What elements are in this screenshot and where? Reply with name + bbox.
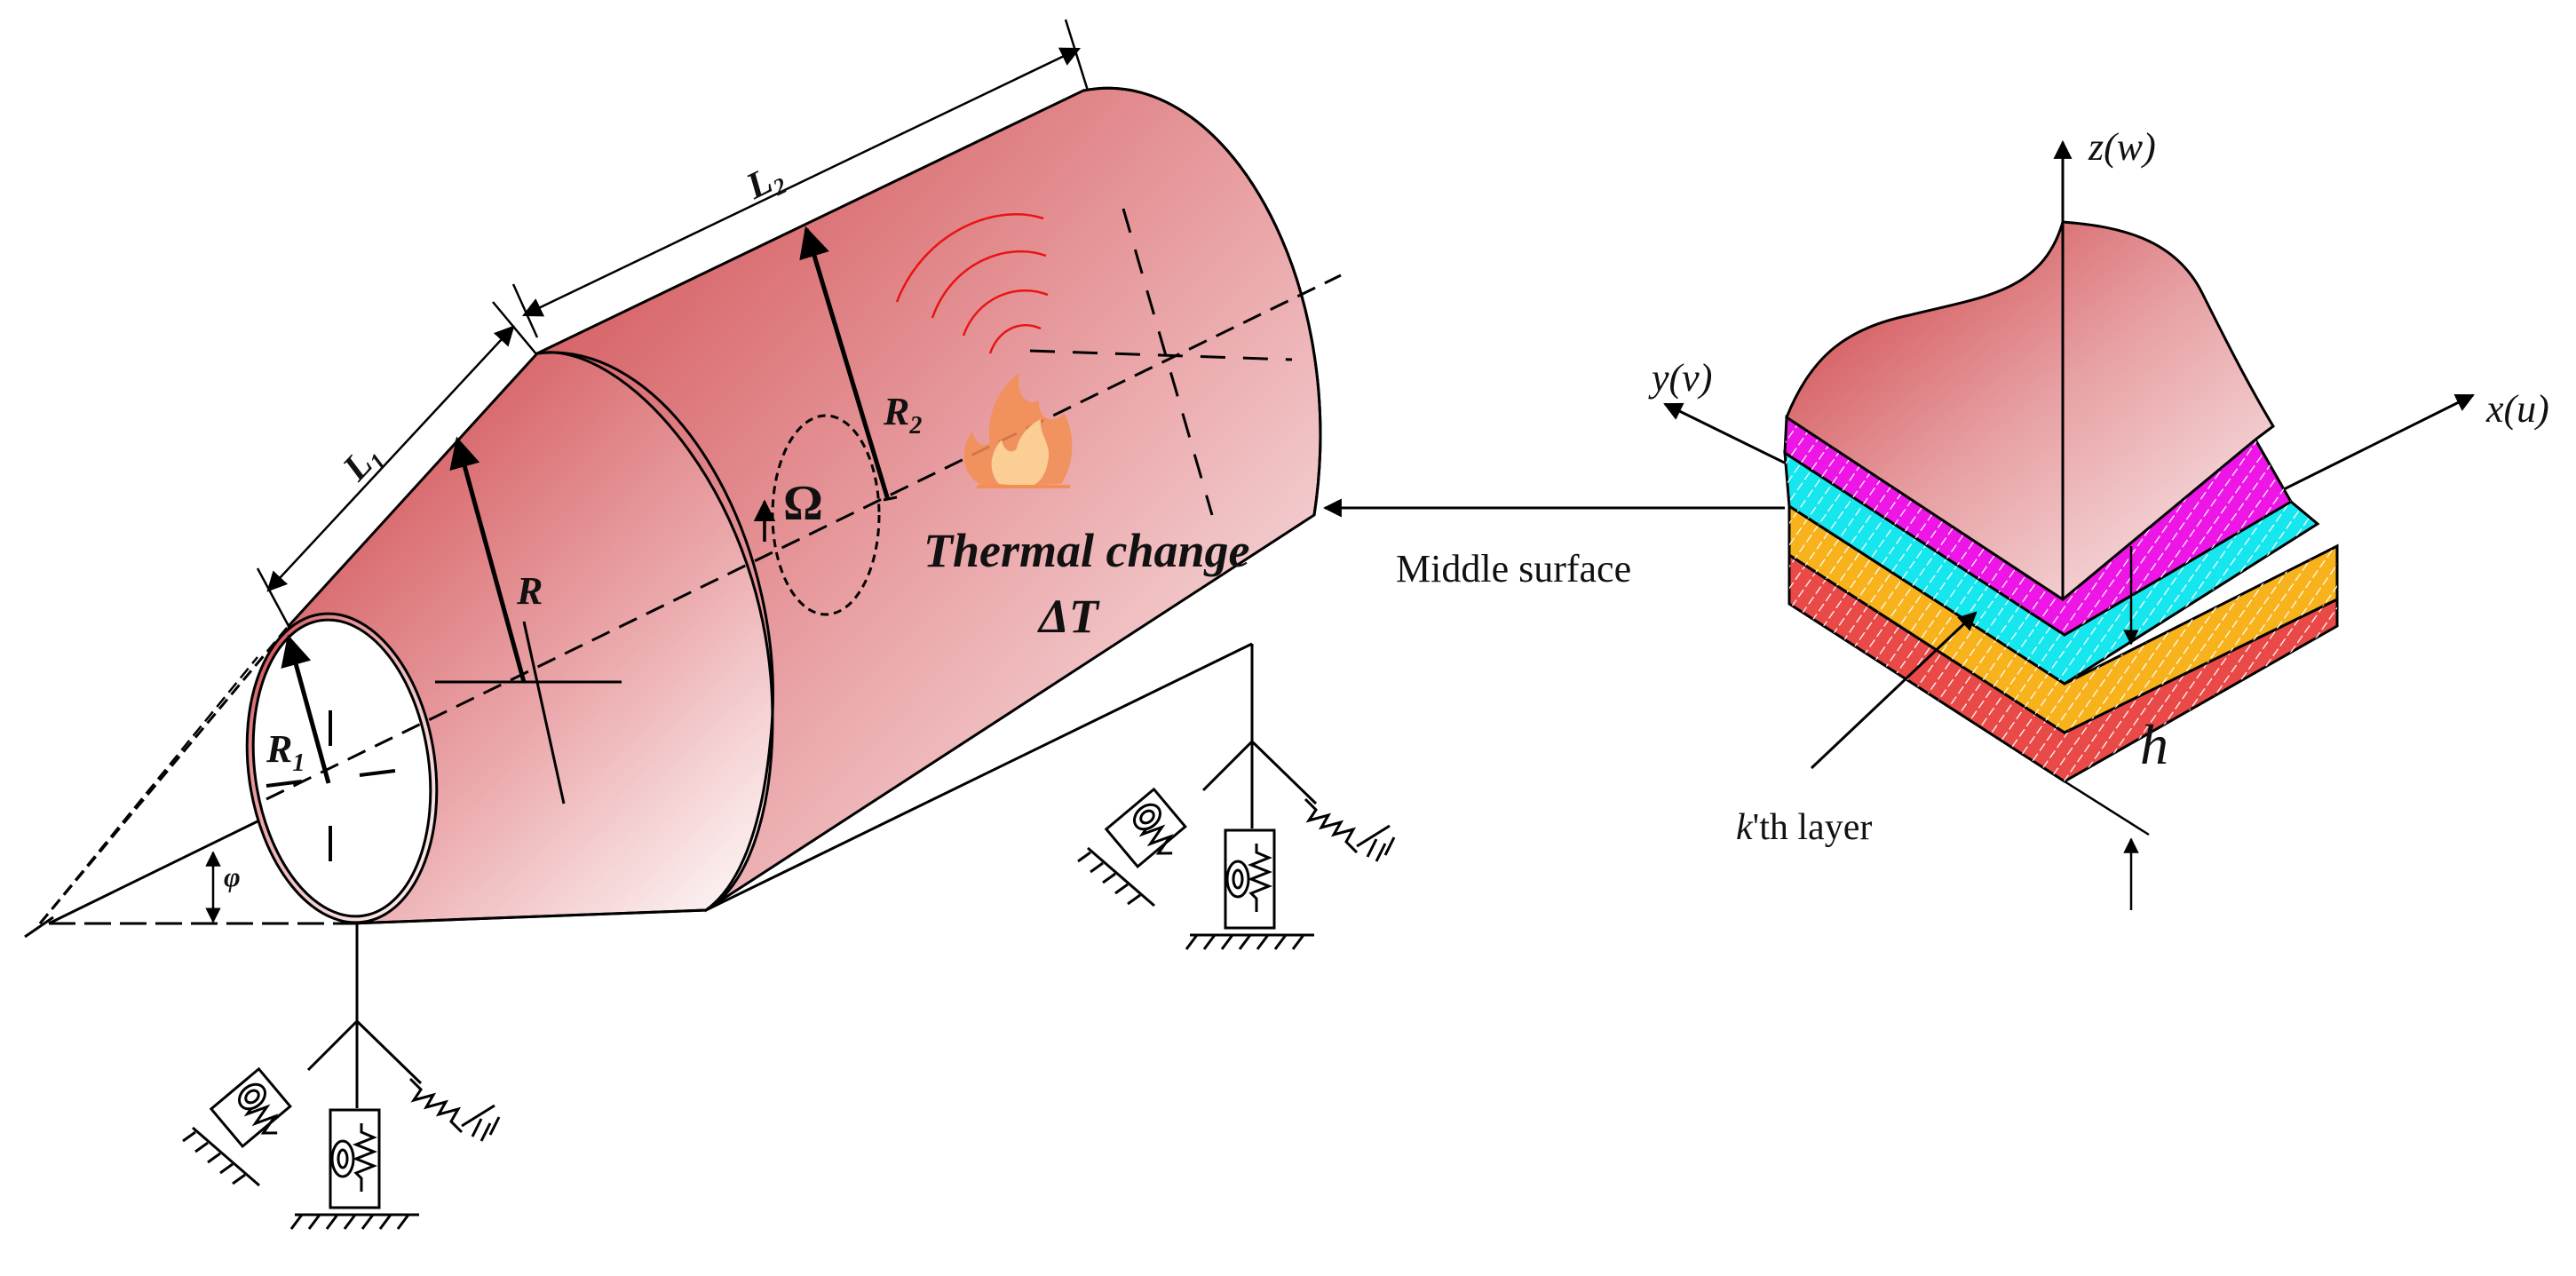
kth-layer-label: k'th layer	[1736, 807, 1872, 848]
heat-waves-icon	[895, 213, 1049, 354]
shell-axis	[266, 273, 1342, 801]
x-axis-label: x(u)	[2485, 387, 2549, 431]
small-end-crosshair	[266, 710, 396, 861]
omega-label: Ω	[783, 476, 823, 531]
layer-orange-hatch	[1789, 506, 2337, 733]
laminate-element: h k'th layer z(w) y(v) x(u)	[1648, 125, 2549, 910]
R-label: R	[516, 569, 543, 613]
z-axis-label: z(w)	[2088, 125, 2156, 169]
R2-label: R2	[883, 390, 922, 440]
h-ext-line	[2064, 780, 2150, 836]
cylinder-end-rim	[1082, 86, 1322, 516]
spring-support-icon-right	[1077, 644, 1396, 950]
cone-bottom-line	[350, 908, 707, 925]
layer-cyan-hatch	[1785, 453, 2318, 684]
phi-label: φ	[224, 860, 241, 892]
L2-ext-end	[1064, 19, 1090, 91]
kth-layer-pointer	[1810, 611, 1978, 770]
y-axis-label: y(v)	[1648, 356, 1712, 400]
far-end-crosshair	[1029, 208, 1293, 516]
spring-support-icon	[182, 923, 501, 1230]
L1-label: L1	[335, 436, 392, 492]
L1-ext-end	[492, 301, 538, 356]
L2-dimension	[521, 47, 1082, 317]
h-label: h	[2140, 713, 2168, 776]
layer-magenta-hatch	[1785, 417, 2291, 635]
small-end-cap-face	[251, 618, 432, 918]
L1-dimension	[266, 325, 515, 592]
L1-ext-start	[256, 567, 290, 627]
layer-red-hatch	[1789, 555, 2337, 781]
delta-t-label: ΔT	[1037, 590, 1100, 643]
R2-base-tick	[883, 495, 898, 502]
apex-line-lower	[39, 656, 258, 924]
junction-ellipse	[536, 351, 774, 912]
junction-crosshair	[435, 621, 622, 804]
shell-assembly: φ Ω R1 R R2 L1	[24, 19, 1342, 939]
cylinder-bottom-line	[705, 642, 1253, 912]
R1-label: R1	[266, 727, 305, 777]
apex-inclined-line	[48, 820, 258, 925]
L2-label: L2	[740, 155, 791, 210]
flame-icon	[963, 373, 1073, 488]
thermal-change-label: Thermal change	[923, 524, 1250, 577]
middle-surface-label: Middle surface	[1396, 547, 1631, 590]
apex-tick	[24, 915, 54, 939]
R1-arrow	[281, 634, 331, 784]
